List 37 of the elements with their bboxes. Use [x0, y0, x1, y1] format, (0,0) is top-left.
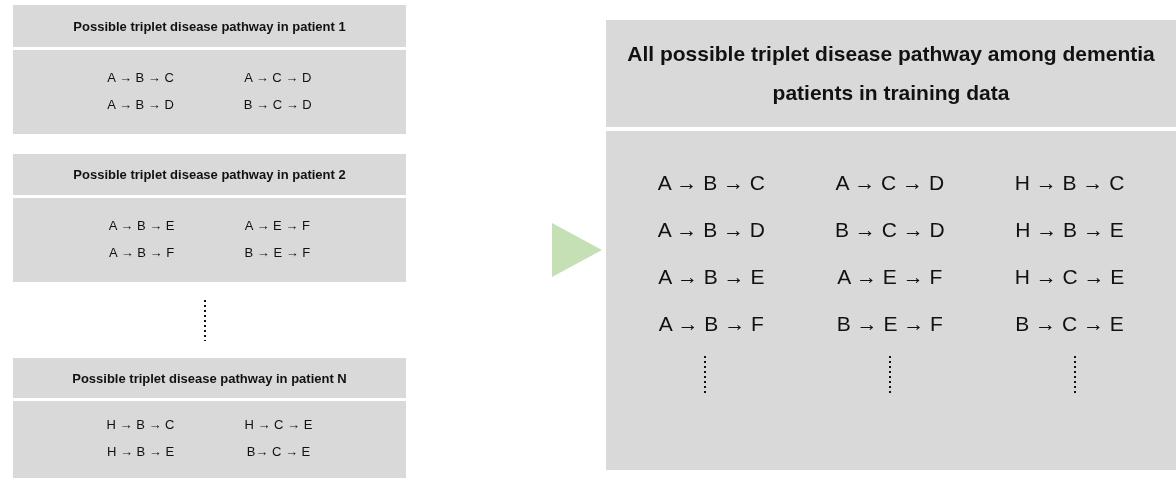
- pathway-text: A → B → F: [657, 312, 765, 336]
- pathway-text: A → E → F: [244, 218, 311, 233]
- panel-heading: Possible triplet disease pathway in patient N: [72, 370, 347, 386]
- heading-panel: [13, 358, 406, 398]
- pathway-text: A → B → C: [657, 171, 765, 195]
- heading-panel: [13, 5, 406, 47]
- pathway-panel: [13, 401, 406, 478]
- pathway-text: H → B → C: [1014, 171, 1125, 195]
- panel-heading: Possible triplet disease pathway in patient 2: [73, 167, 346, 182]
- pathway-text: H → B → E: [1014, 218, 1125, 242]
- pathway-text: A → C → D: [243, 70, 312, 85]
- pathway-text: H → B → E: [106, 444, 175, 459]
- pathway-text: H → C → E: [244, 417, 313, 432]
- pathway-text: A → B → C: [107, 70, 174, 85]
- arrow: [552, 223, 602, 277]
- heading-panel: [13, 154, 406, 195]
- pathway-text: H → C → E: [1014, 265, 1125, 289]
- panel-heading: Possible triplet disease pathway in patient 1: [73, 18, 346, 34]
- pathway-panel: [13, 50, 406, 134]
- pathway-text: B→ C → E: [245, 444, 312, 459]
- pathway-panel: [606, 131, 1176, 470]
- pathway-panel: [13, 198, 406, 282]
- pathway-text: A → B → E: [657, 265, 765, 289]
- pathway-text: B → C → E: [1014, 312, 1125, 336]
- pathway-text: B → E → F: [835, 312, 944, 336]
- pathway-text: A → B → D: [107, 97, 174, 112]
- heading-panel: [606, 20, 1176, 127]
- pathway-text: B → C → D: [243, 97, 312, 112]
- pathway-text: H → B → C: [106, 417, 175, 432]
- pathway-text: A → C → D: [835, 171, 945, 195]
- pathway-text: A → B → F: [108, 245, 175, 260]
- pathway-text: A → B → E: [108, 218, 175, 233]
- pathway-text: B → E → F: [244, 245, 311, 260]
- pathway-text: B → C → D: [835, 218, 945, 242]
- panel-heading: All possible triplet disease pathway among dementia patients in training data: [626, 40, 1156, 106]
- pathway-text: A → B → D: [657, 218, 765, 242]
- pathway-text: A → E → F: [836, 265, 944, 289]
